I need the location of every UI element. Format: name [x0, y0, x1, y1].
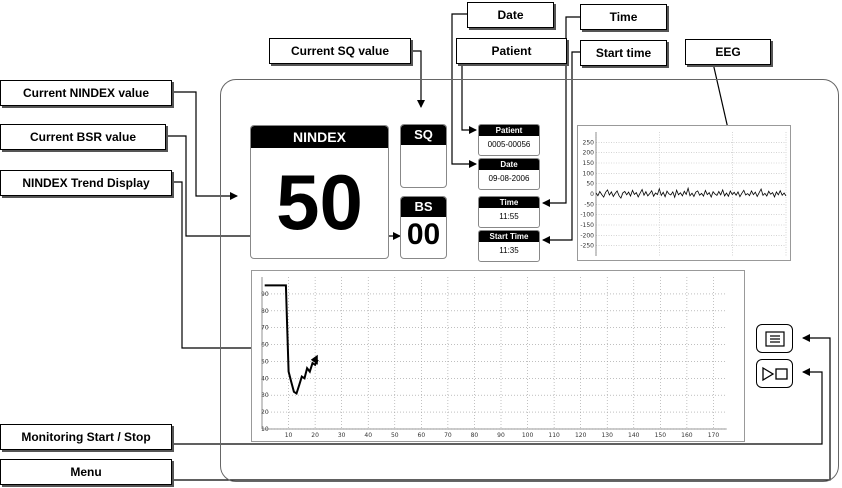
trend-current-marker [310, 354, 318, 365]
nindex-value: 50 [276, 158, 363, 246]
eeg-y-tick-label: 200 [583, 150, 595, 157]
bs-label: BS [401, 197, 446, 217]
eeg-y-tick-label: -250 [580, 243, 594, 250]
monitor-screen-frame [220, 79, 839, 482]
trend-x-tick-label: 50 [391, 432, 399, 439]
eeg-y-tick-label: 150 [583, 160, 595, 167]
eeg-y-tick-label: 250 [583, 139, 595, 146]
patient-info: Patient 0005-00056 [478, 124, 540, 156]
trend-x-tick-label: 160 [681, 432, 693, 439]
nindex-display: NINDEX 50 [250, 125, 389, 259]
date-info: Date 09-08-2006 [478, 158, 540, 190]
nindex-trend-chart: 90 80 70 60 50 40 30 20 10 10 20 30 40 50 60 70 80 90 100 1… [261, 277, 727, 439]
bs-display: BS 00 [400, 196, 447, 259]
trend-x-tick-label: 90 [497, 432, 505, 439]
trend-y-tick-label: 50 [261, 358, 269, 365]
eeg-waveform-panel: 250 200 150 100 50 0 -50 -100 -150 -200 -250 [577, 125, 791, 261]
date-callout: Date [467, 2, 554, 28]
monitoring-start-stop-button[interactable] [756, 359, 793, 388]
date-label: Date [479, 159, 539, 170]
time-callout: Time [580, 4, 667, 30]
trend-x-tick-label: 140 [628, 432, 640, 439]
monitoring-start-stop-callout: Monitoring Start / Stop [0, 424, 172, 450]
trend-x-tick-label: 120 [575, 432, 587, 439]
trend-x-tick-label: 40 [364, 432, 372, 439]
current-sq-callout: Current SQ value [269, 38, 411, 64]
play-stop-icon [761, 366, 788, 381]
trend-y-tick-label: 70 [261, 325, 269, 332]
nindex-label: NINDEX [251, 126, 388, 148]
patient-callout: Patient [456, 38, 567, 64]
trend-y-tick-label: 40 [261, 375, 269, 382]
trend-x-tick-label: 30 [338, 432, 346, 439]
trend-x-tick-label: 130 [601, 432, 613, 439]
nindex-trend-callout: NINDEX Trend Display [0, 170, 172, 196]
trend-y-tick-label: 60 [261, 342, 269, 349]
trend-x-tick-label: 60 [418, 432, 426, 439]
trend-x-tick-label: 10 [285, 432, 293, 439]
trend-y-tick-label: 30 [261, 392, 269, 399]
eeg-chart: 250 200 150 100 50 0 -50 -100 -150 -200 -250 [580, 132, 787, 256]
nindex-trend-panel: 90 80 70 60 50 40 30 20 10 10 20 30 40 50 60 70 80 90 100 1… [251, 270, 745, 442]
time-info: Time 11:55 [478, 196, 540, 228]
eeg-y-tick-label: -150 [580, 222, 594, 229]
trend-line [264, 284, 319, 396]
sq-display: SQ [400, 124, 447, 188]
eeg-y-tick-label: -50 [584, 201, 594, 208]
start-time-value: 11:35 [499, 246, 519, 255]
eeg-y-tick-label: 50 [586, 181, 594, 188]
current-nindex-callout: Current NINDEX value [0, 80, 172, 106]
bs-value: 00 [406, 218, 441, 251]
eeg-y-tick-label: 100 [583, 170, 595, 177]
trend-y-tick-label: 80 [261, 308, 269, 315]
menu-button[interactable] [756, 324, 793, 353]
trend-x-tick-label: 170 [708, 432, 720, 439]
start-time-info: Start Time 11:35 [478, 230, 540, 262]
trend-x-tick-label: 80 [471, 432, 479, 439]
patient-value: 0005-00056 [487, 140, 531, 149]
patient-label: Patient [479, 125, 539, 136]
start-time-label: Start Time [479, 231, 539, 242]
trend-x-tick-label: 20 [311, 432, 319, 439]
trend-y-tick-label: 90 [261, 291, 269, 298]
trend-y-tick-label: 20 [261, 409, 269, 416]
trend-x-tick-label: 100 [522, 432, 534, 439]
trend-y-tick-label: 10 [261, 426, 269, 433]
eeg-y-tick-label: -200 [580, 232, 594, 239]
eeg-callout: EEG [685, 39, 771, 65]
menu-lines-icon [764, 330, 785, 347]
sq-label: SQ [401, 125, 446, 145]
eeg-y-tick-label: -100 [580, 212, 594, 219]
menu-callout: Menu [0, 459, 172, 485]
eeg-waveform-line [595, 186, 787, 199]
start-time-callout: Start time [580, 40, 667, 66]
trend-x-tick-label: 150 [655, 432, 667, 439]
trend-x-tick-label: 110 [548, 432, 560, 439]
eeg-y-tick-label: 0 [590, 191, 594, 198]
time-label: Time [479, 197, 539, 208]
time-value: 11:55 [499, 212, 519, 221]
trend-x-tick-label: 70 [444, 432, 452, 439]
current-bsr-callout: Current BSR value [0, 124, 166, 150]
date-value: 09-08-2006 [488, 174, 530, 183]
